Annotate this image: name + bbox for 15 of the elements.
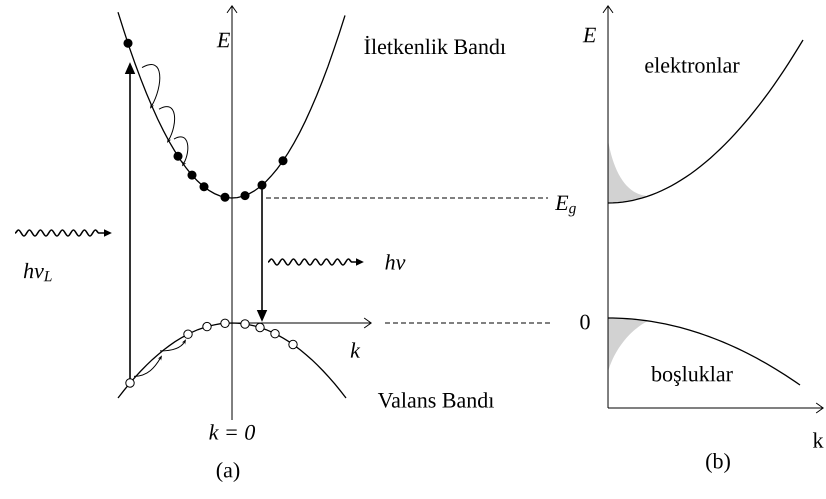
photon-label: hν$_{L}$ xyxy=(24,262,52,282)
band-label: elektronlar xyxy=(645,57,740,73)
band-label: İletkenlik Bandı xyxy=(364,36,506,54)
photon-label: hν xyxy=(385,254,406,270)
axis-label: E xyxy=(582,28,596,42)
panel-label: (a) xyxy=(216,462,240,482)
band-label: Valans Bandı xyxy=(378,392,494,408)
energy-label: E$_{g}$ xyxy=(554,196,576,216)
axis-label: k xyxy=(812,432,824,448)
panel-label: (b) xyxy=(706,453,730,473)
axis-label: k xyxy=(350,342,360,358)
axis-label: k = 0 xyxy=(209,424,256,440)
axis-label: E xyxy=(216,32,230,48)
energy-label: 0 xyxy=(580,314,590,330)
band-label: boşluklar xyxy=(651,366,733,386)
